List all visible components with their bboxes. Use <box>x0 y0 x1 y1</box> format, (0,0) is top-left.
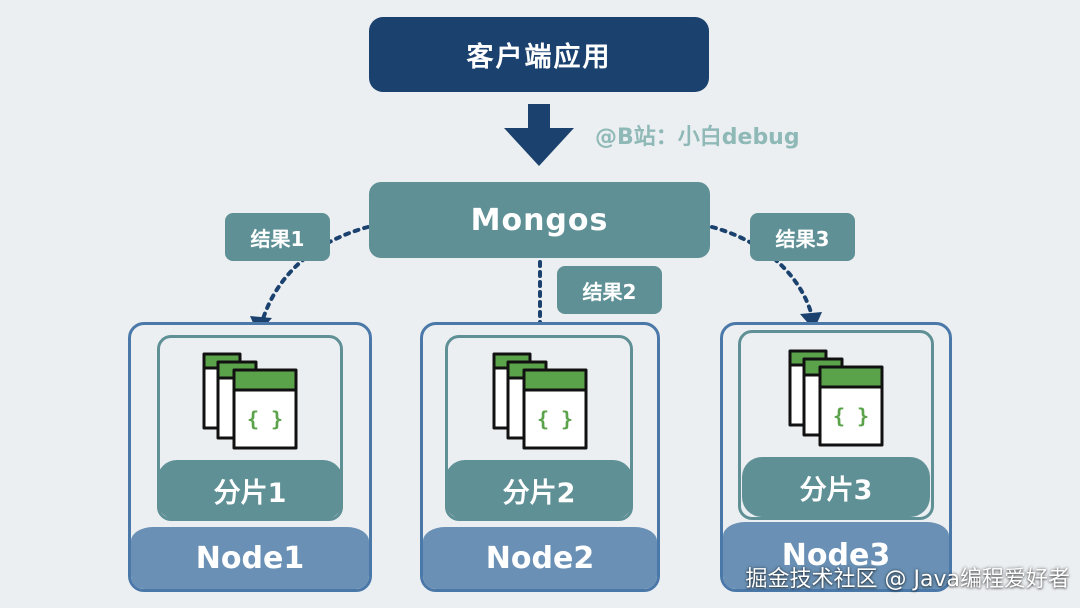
svg-text:{ }: { } <box>833 404 869 428</box>
client-app-label: 客户端应用 <box>466 42 612 73</box>
node-1-name: Node1 <box>195 540 305 576</box>
arrowhead-node3 <box>800 312 822 330</box>
svg-text:{ }: { } <box>537 407 573 431</box>
mongos-router-box: Mongos <box>369 182 710 258</box>
client-app-box: 客户端应用 <box>369 17 709 92</box>
shard-3-label: 分片3 <box>742 457 930 517</box>
watermark-juejin: 掘金技术社区 @ Java编程爱好者 <box>745 567 1070 592</box>
result-label-1: 结果1 <box>225 213 330 261</box>
node-2-label-band: Node2 <box>423 527 657 589</box>
node-2-name: Node2 <box>485 540 595 576</box>
shard-1-label: 分片1 <box>157 460 343 520</box>
result-label-2: 结果2 <box>557 266 662 314</box>
result-label-3: 结果3 <box>750 213 855 261</box>
mongos-label: Mongos <box>470 202 609 238</box>
watermark-bilibili: @B站：小白debug <box>595 125 800 150</box>
json-documents-icon: { } <box>492 352 588 450</box>
down-arrow-icon <box>504 104 574 166</box>
svg-text:{ }: { } <box>247 407 283 431</box>
node-3-name: Node3 <box>781 538 891 573</box>
node-3-label-band: Node3 <box>723 522 949 589</box>
shard-2-label: 分片2 <box>445 460 633 520</box>
node-1-label-band: Node1 <box>131 527 369 589</box>
json-documents-icon: { } <box>788 349 884 447</box>
json-documents-icon: { } <box>202 352 298 450</box>
